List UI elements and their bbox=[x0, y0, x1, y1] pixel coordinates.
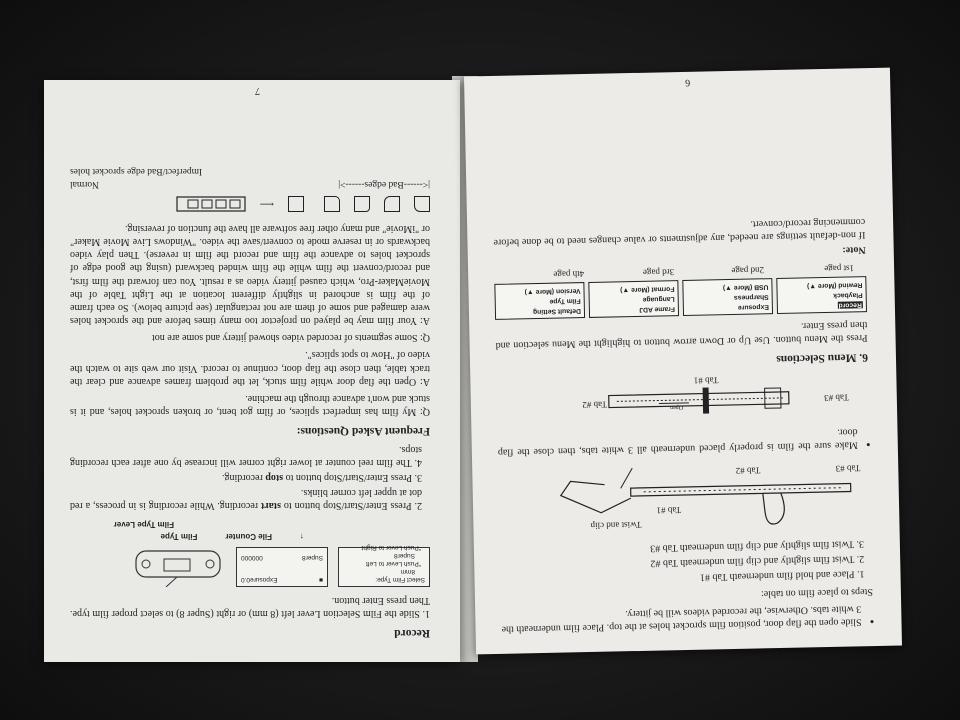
record-heading: Record bbox=[394, 627, 430, 639]
menu-item: Language bbox=[642, 295, 675, 303]
menu-item: Frame ADJ bbox=[639, 305, 675, 313]
film-table-illustration bbox=[608, 387, 790, 415]
twist-and-clip-label: Twist and clip bbox=[590, 519, 642, 531]
intro-bullet: Slide open the flap door, position film … bbox=[501, 602, 861, 636]
bad-sprocket-shape bbox=[324, 195, 340, 212]
faq-heading: Frequent Asked Questions: bbox=[296, 425, 430, 438]
page-number: 6 bbox=[685, 76, 691, 89]
menu-item: Version (More ▼) bbox=[524, 287, 581, 296]
faq-a2: A: Your film may be played on projector … bbox=[70, 222, 430, 327]
film-clip-diagram: Tab #3 Tab #2 Tab #1 Twist and clip bbox=[498, 455, 872, 541]
menu-item: Format (More ▼) bbox=[620, 285, 675, 294]
menu-description: Press the Menu button. Use Up or Down ar… bbox=[495, 319, 868, 352]
open-label: Open bbox=[669, 404, 684, 411]
lcd-labels: ↑ File Counter Film Type bbox=[70, 531, 424, 542]
faq-q2: Q: Some segments of recorded video showe… bbox=[152, 332, 430, 344]
tab1-label: Tab #1 bbox=[693, 375, 719, 387]
record-step-2: 2. Press Enter/Start/Stop button to star… bbox=[69, 487, 422, 512]
lcd-record-screen: ■ Exposure0.0 Super8 000000 bbox=[236, 547, 328, 588]
camera-icon: ■ bbox=[319, 576, 323, 584]
label-file-counter: File Counter bbox=[225, 532, 272, 542]
bad-sprocket-shape bbox=[384, 195, 400, 212]
menu-item: Sharpness bbox=[733, 293, 769, 302]
record-step-1: 1. Slide the Film Selection Lever left (… bbox=[70, 594, 430, 619]
tab3-label: Tab #3 bbox=[835, 463, 861, 474]
menu-item: Rewind (More ▼) bbox=[806, 281, 863, 290]
menu-item: Default Setting bbox=[532, 307, 581, 316]
menu-page-label: 2nd page bbox=[731, 265, 765, 277]
bullet-close-flap: Make sure the film is properly placed un… bbox=[497, 425, 858, 459]
menu-page-label: 3rd page bbox=[642, 267, 675, 279]
bad-sprocket-shape bbox=[354, 195, 370, 212]
steps-list: 1. Place and hold film underneath Tab #1… bbox=[500, 537, 873, 588]
film-strip-icon bbox=[176, 196, 246, 212]
record-step-3: 3. Press Enter/Start/Stop button to stop… bbox=[221, 471, 422, 483]
sprocket-hole-diagram: ⟵ bbox=[70, 194, 430, 214]
tab3-label: Tab #3 bbox=[824, 393, 849, 404]
hand-film-illustration bbox=[559, 467, 852, 525]
tabs-diagram: Tab #3 Tab #2 Tab #1 Open bbox=[496, 369, 869, 429]
label-film-type-lever: Film Type Lever bbox=[113, 519, 174, 529]
lcd-select-film-type: Select Film Type: 8mm "Push Lever to Lef… bbox=[338, 544, 430, 588]
faq-q1: Q: My film has imperfect splices, or fil… bbox=[70, 393, 430, 418]
menu-item: Record bbox=[837, 301, 863, 309]
menu-item: Exposure bbox=[737, 303, 769, 311]
menu-item: USB (More ▼) bbox=[722, 283, 769, 292]
film-lever-illustration bbox=[135, 550, 221, 588]
imperfect-sprocket-label: Imperfect/Bad edge sprocket holes bbox=[70, 166, 203, 177]
menu-item: Playback bbox=[833, 291, 863, 299]
faq-a1: A: Open the flap door while film stuck, … bbox=[70, 349, 430, 387]
normal-sprocket-shape bbox=[288, 195, 304, 212]
lcd-diagram-row: Select Film Type: 8mm "Push Lever to Lef… bbox=[70, 543, 430, 588]
page-7-content: Record 1. Slide the Film Selection Lever… bbox=[44, 80, 460, 662]
label-film-type: Film Type bbox=[160, 532, 198, 542]
page-6: Slide open the flap door, position film … bbox=[463, 67, 903, 655]
page-number: 7 bbox=[255, 85, 260, 97]
page-6-content: Slide open the flap door, position film … bbox=[464, 68, 902, 655]
record-steps: 2. Press Enter/Start/Stop button to star… bbox=[70, 442, 430, 512]
bad-sprocket-shape bbox=[414, 195, 430, 212]
page-7: Record 1. Slide the Film Selection Lever… bbox=[44, 80, 460, 662]
tab2-label: Tab #2 bbox=[735, 465, 761, 476]
arrow-up-icon: ↑ bbox=[300, 532, 304, 542]
tab2-label: Tab #2 bbox=[582, 400, 608, 411]
sprocket-labels: |<------Bad edges------>| Normal bbox=[70, 178, 430, 189]
tab1-label: Tab #1 bbox=[656, 504, 682, 516]
menu-page-label: 4th page bbox=[553, 269, 585, 281]
menu-page-label: 1st page bbox=[824, 263, 855, 275]
record-step-4: 4. The film reel counter at lower right … bbox=[70, 443, 422, 468]
arrow-left-icon: ⟵ bbox=[259, 198, 274, 210]
